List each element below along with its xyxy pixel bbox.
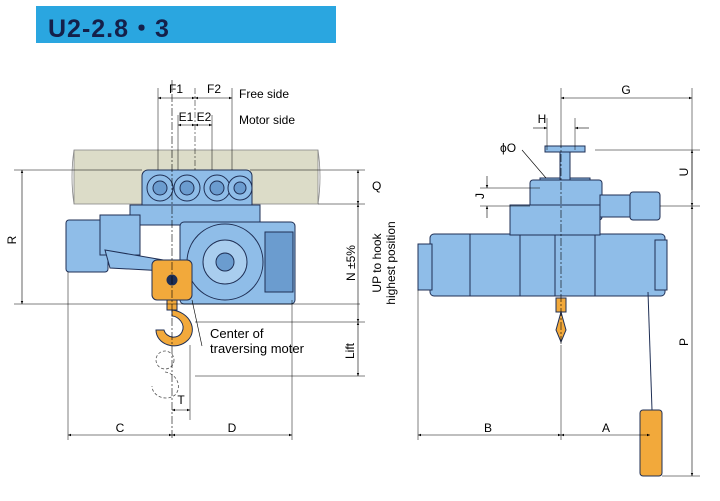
label-f1: F1 — [169, 82, 183, 96]
front-view: F1 F2 Free side E1 E2 Motor side R Q N ±… — [5, 80, 398, 440]
label-q: Q — [372, 179, 381, 193]
label-d: D — [228, 421, 237, 435]
label-lift: Lift — [343, 342, 357, 359]
label-j: J — [473, 193, 487, 199]
label-r: R — [5, 235, 19, 244]
diagram-title: U2-2.8・3 — [48, 15, 170, 43]
hoist-body-end — [179, 221, 296, 305]
pendant-switch — [639, 409, 663, 477]
label-f2: F2 — [207, 82, 221, 96]
label-up-to-hook-2: highest position — [384, 221, 398, 304]
trolley — [129, 169, 261, 226]
title-bar — [36, 6, 336, 43]
label-u: U — [677, 168, 691, 177]
label-c: C — [116, 421, 125, 435]
label-e2: E2 — [197, 110, 212, 124]
side-view: G H ϕO U J P B A — [417, 83, 700, 477]
label-g: G — [621, 83, 630, 97]
label-phi-o: ϕO — [500, 141, 516, 155]
side-hoist-body — [417, 204, 668, 297]
label-p: P — [677, 338, 691, 346]
label-t: T — [177, 393, 185, 407]
label-free-side: Free side — [239, 87, 289, 101]
label-up-to-hook-1: UP to hook — [370, 232, 384, 292]
label-b: B — [484, 421, 492, 435]
label-motor-side: Motor side — [239, 113, 295, 127]
label-center-1: Center of — [210, 326, 264, 341]
pendant-cable — [647, 291, 653, 411]
label-h: H — [538, 112, 547, 126]
label-e1: E1 — [179, 110, 194, 124]
label-center-2: traversing moter — [210, 341, 305, 356]
traversing-motor — [65, 214, 141, 273]
hook-lower-ghost — [151, 350, 179, 399]
label-a: A — [602, 421, 610, 435]
label-n: N ±5% — [344, 245, 358, 281]
